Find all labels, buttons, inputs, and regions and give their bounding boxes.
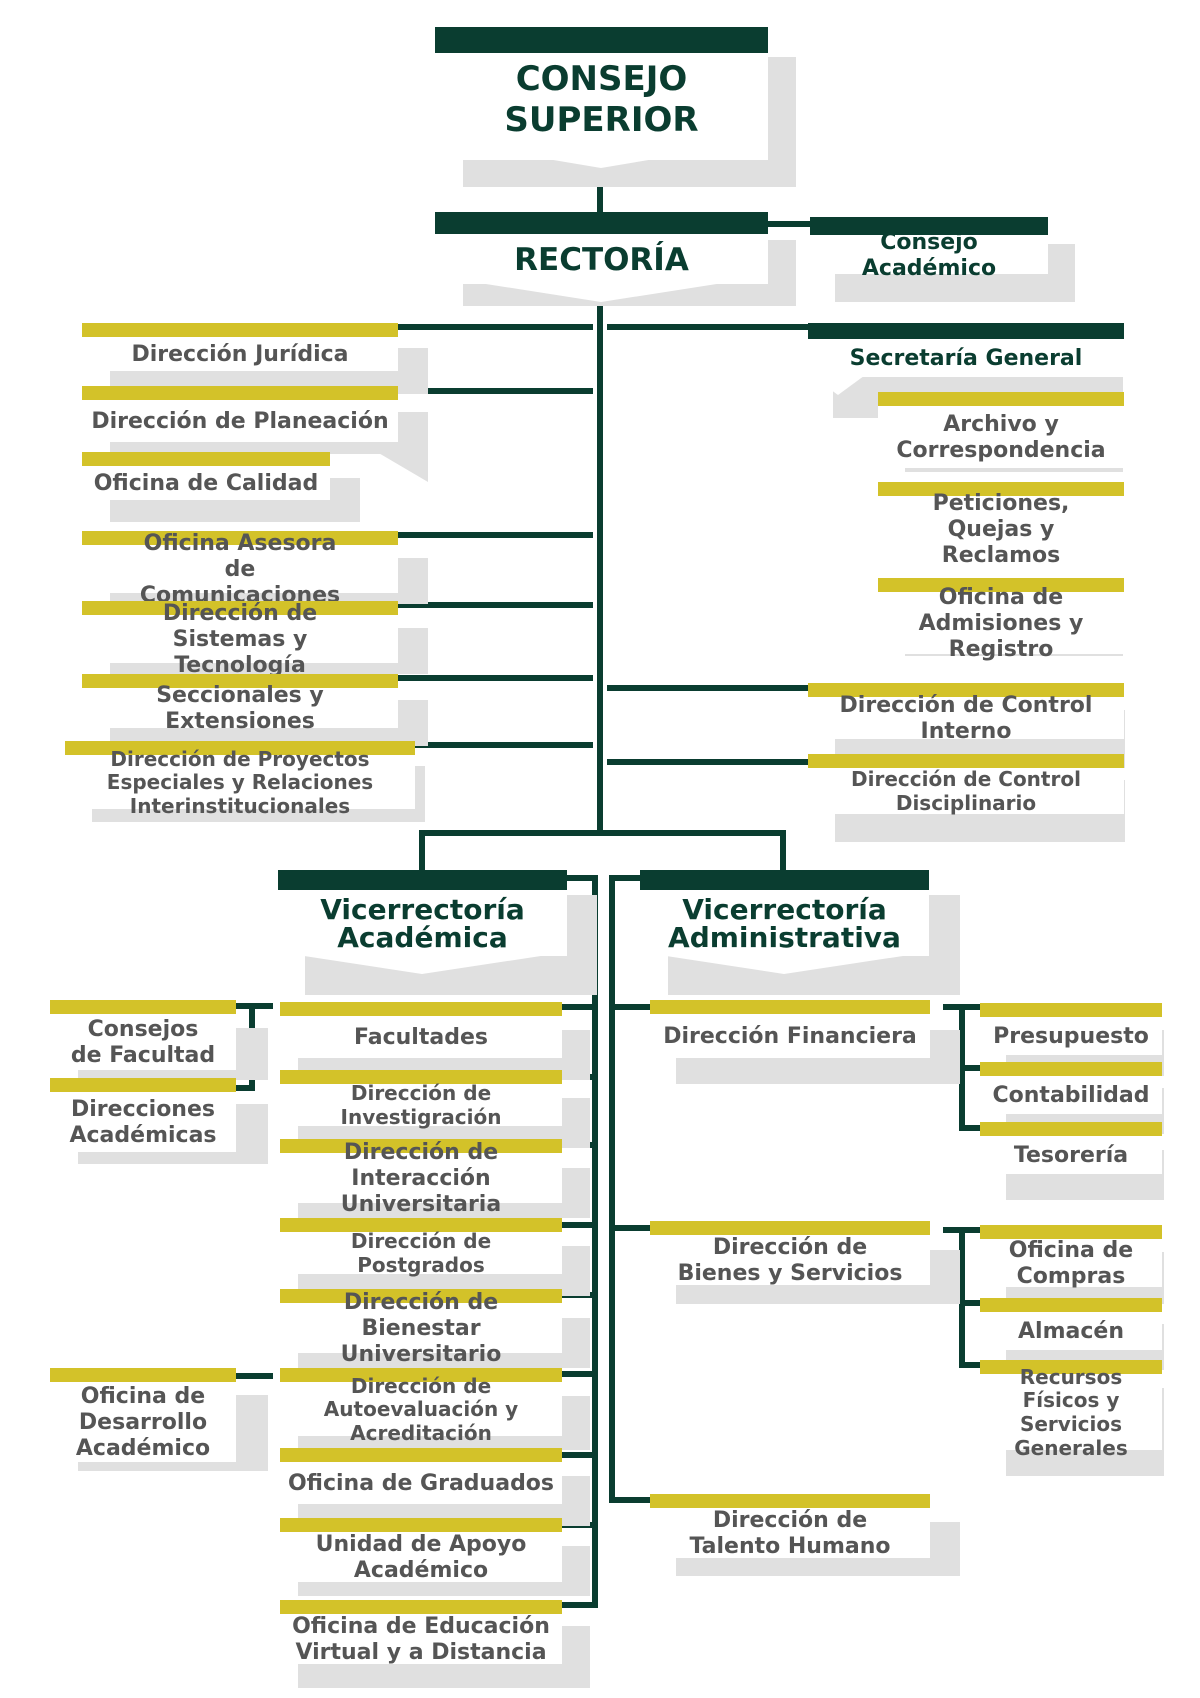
secretaria-notch	[808, 373, 868, 395]
presupuesto-box: Presupuesto	[980, 1003, 1162, 1055]
oficina-calidad-box: Oficina de Calidad	[82, 452, 330, 500]
direccion-investigacion-box: Dirección de Investigración	[280, 1070, 562, 1129]
facultades-box: Facultades	[280, 1002, 562, 1058]
consejo-superior-notch	[435, 140, 768, 168]
vice-administrativa-notch	[640, 952, 929, 974]
archivo-correspondencia-box: Archivo y Correspondencia	[878, 392, 1124, 468]
tesoreria-box: Tesorería	[980, 1122, 1162, 1174]
direccion-bienestar-box: Dirección de Bienestar Universitario	[280, 1289, 562, 1367]
direccion-interaccion-box: Dirección de Interacción Universitaria	[280, 1139, 562, 1217]
peticiones-quejas-box: Peticiones, Quejas y Reclamos	[878, 482, 1124, 568]
oficina-graduados-box: Oficina de Graduados	[280, 1448, 562, 1504]
consejos-facultad-box: Consejos de Facultad	[50, 1000, 236, 1070]
oficina-comunicaciones-box: Oficina Asesora de Comunicaciones	[82, 531, 398, 608]
control-interno-box: Dirección de Control Interno	[808, 683, 1124, 744]
unidad-apoyo-box: Unidad de Apoyo Académico	[280, 1518, 562, 1583]
direccion-bienes-box: Dirección de Bienes y Servicios	[650, 1221, 930, 1286]
consejo-superior-box: CONSEJO SUPERIOR	[435, 27, 768, 160]
direccion-juridica-box: Dirección Jurídica	[82, 323, 398, 371]
seccionales-extensiones-box: Seccionales y Extensiones	[82, 674, 398, 734]
direcciones-academicas-box: Direcciones Académicas	[50, 1078, 236, 1152]
direccion-financiera-box: Dirección Financiera	[650, 1000, 930, 1058]
consejo-academico-box: Consejo Académico	[810, 217, 1048, 281]
direccion-postgrados-box: Dirección de Postgrados	[280, 1218, 562, 1277]
vice-administrativa-box: Vicerrectoría Administrativa	[640, 870, 929, 956]
direccion-proyectos-box: Dirección de Proyectos Especiales y Rela…	[65, 741, 415, 818]
control-disciplinario-box: Dirección de Control Disciplinario	[808, 754, 1124, 815]
vice-academica-notch	[278, 952, 567, 974]
oficina-desarrollo-academico-box: Oficina de Desarrollo Académico	[50, 1368, 236, 1462]
secretaria-general-box: Secretaría General	[808, 323, 1124, 377]
oficina-admisiones-box: Oficina de Admisiones y Registro	[878, 578, 1124, 662]
almacen-box: Almacén	[980, 1298, 1162, 1350]
vice-academica-box: Vicerrectoría Académica	[278, 870, 567, 956]
direccion-talento-humano-box: Dirección de Talento Humano	[650, 1494, 930, 1559]
direccion-planeacion-box: Dirección de Planeación	[82, 386, 398, 442]
direccion-autoevaluacion-box: Dirección de Autoevaluación y Acreditaci…	[280, 1368, 562, 1445]
direccion-sistemas-box: Dirección de Sistemas y Tecnología	[82, 601, 398, 678]
contabilidad-box: Contabilidad	[980, 1062, 1162, 1114]
rectoria-notch	[435, 276, 768, 302]
recursos-fisicos-box: Recursos Físicos y Servicios Generales	[980, 1360, 1162, 1459]
oficina-compras-box: Oficina de Compras	[980, 1225, 1162, 1289]
oficina-educacion-virtual-box: Oficina de Educación Virtual y a Distanc…	[280, 1600, 562, 1665]
rectoria-box: RECTORÍA	[435, 212, 768, 284]
